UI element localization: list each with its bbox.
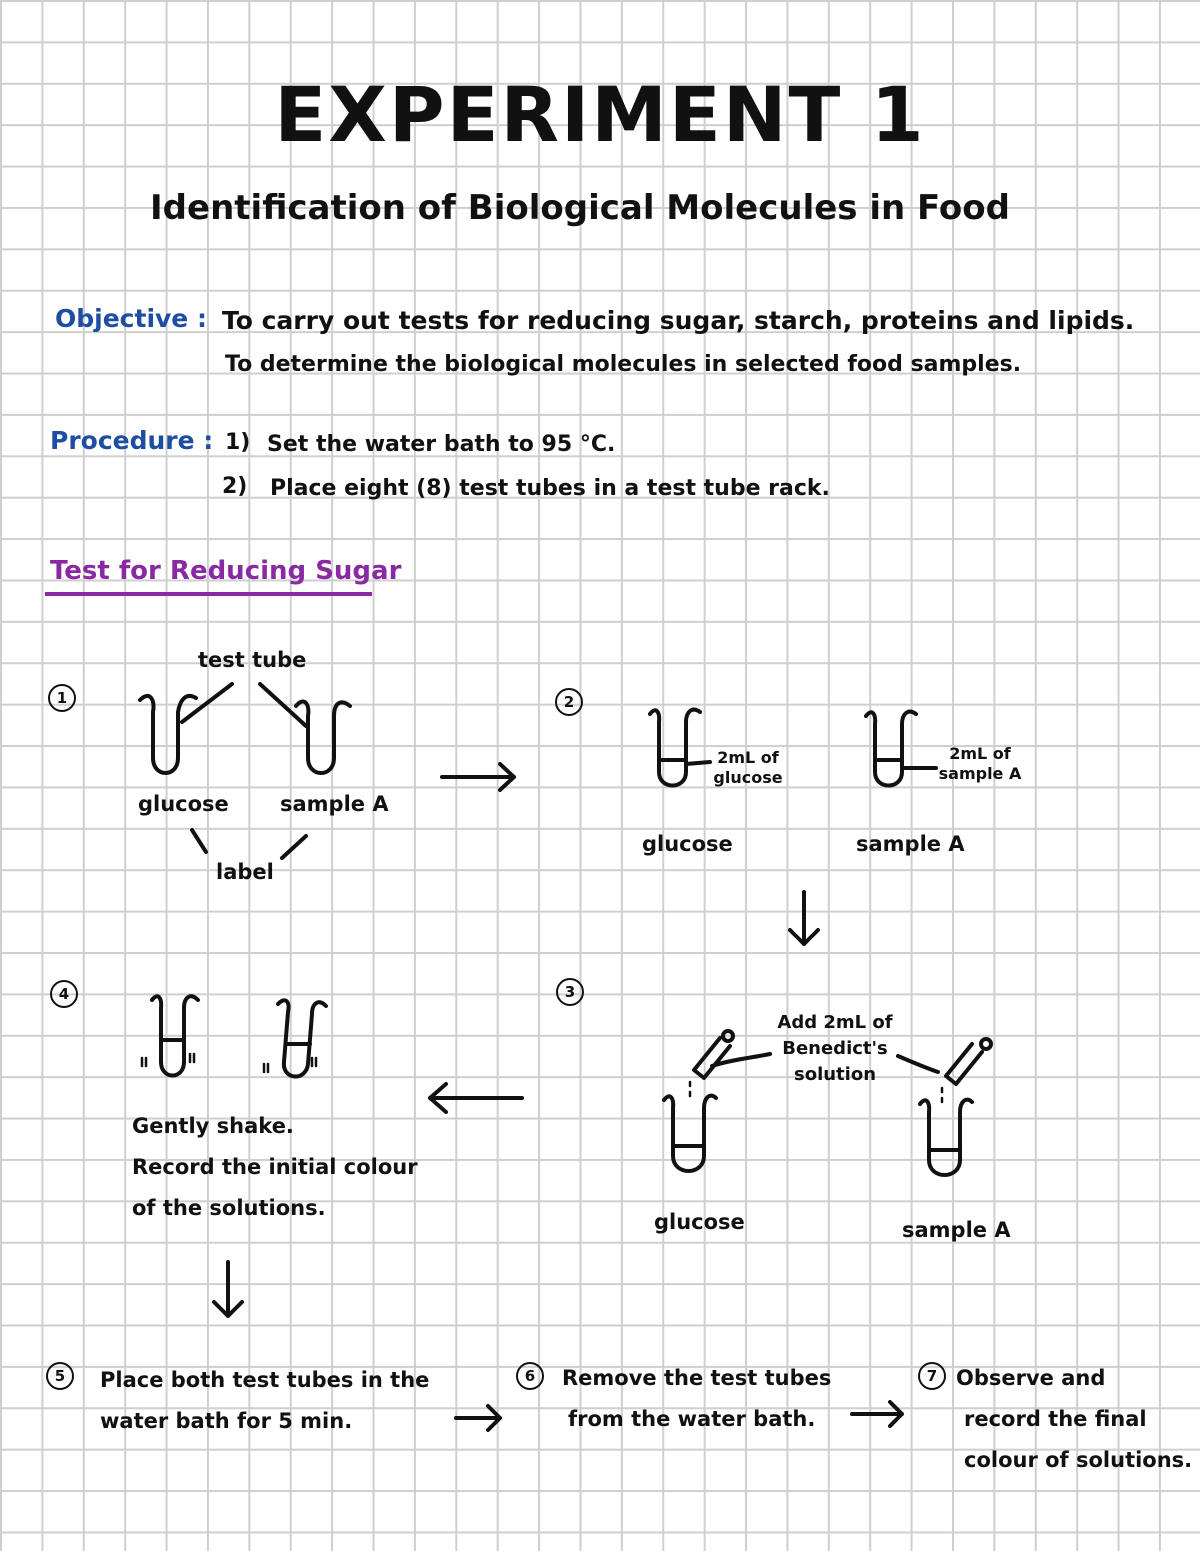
objective-line-2: To determine the biological molecules in… [225,352,1022,377]
arrow-5-to-6 [454,1404,502,1432]
step1-right-label: sample A [280,792,389,816]
arrow-4-to-5 [212,1260,244,1318]
step6-number: 6 [516,1362,544,1390]
step1-test-tube-label: test tube [198,648,307,672]
procedure-step-2-text: Place eight (8) test tubes in a test tub… [270,476,830,501]
step3-number: 3 [556,978,584,1006]
step4-shake-mark-2 [188,1052,196,1064]
step1-tube-left-icon [138,693,198,775]
arrow-2-to-3 [788,890,820,946]
step3-tube-right-icon [918,1097,974,1177]
step3-left-label: glucose [654,1210,745,1234]
step1-left-label: glucose [138,792,229,816]
procedure-step-1-text: Set the water bath to 95 °C. [267,432,616,457]
step1-pointer-right [258,682,308,728]
procedure-label: Procedure : [50,426,214,455]
step3-tube-left-icon [662,1093,718,1173]
step4-shake-mark-1 [140,1056,148,1068]
step4-tube-right-icon [276,998,328,1079]
step4-tube-left-icon [150,994,200,1078]
step2-left-label: glucose [642,832,733,856]
arrow-1-to-2 [440,762,516,792]
step3-note-line-left [710,1052,772,1068]
step1-tube-right-icon [294,699,352,775]
step2-right-label: sample A [856,832,965,856]
section-heading: Test for Reducing Sugar [50,556,402,586]
step4-shake-mark-3 [262,1062,270,1074]
arrow-3-to-4 [428,1082,524,1114]
step4-shake-mark-4 [310,1056,318,1068]
step3-right-label: sample A [902,1218,1011,1242]
procedure-step-2-num: 2) [222,474,248,499]
step2-tube-right-icon [864,709,938,788]
step3-dropper-right-icon [944,1037,993,1086]
step1-label-line-right [280,834,308,860]
step3-dropper-left-icon [692,1029,735,1080]
step7-number: 7 [918,1362,946,1390]
step5-number: 5 [46,1362,74,1390]
step2-number: 2 [555,688,583,716]
procedure-step-1-num: 1) [225,430,251,455]
step4-number: 4 [50,980,78,1008]
objective-line-1: To carry out tests for reducing sugar, s… [222,306,1135,335]
section-heading-underline [45,592,372,596]
step1-label-line-left [190,828,208,854]
step3-note-line-right [896,1054,940,1074]
step1-pointer-left [180,682,234,724]
step2-tube-left-icon [648,707,712,788]
arrow-6-to-7 [850,1400,904,1428]
page-title: EXPERIMENT 1 [274,70,926,159]
objective-label: Objective : [55,304,207,333]
page-subtitle: Identification of Biological Molecules i… [150,188,1010,228]
step1-label-note: label [216,860,274,884]
step1-number: 1 [48,684,76,712]
